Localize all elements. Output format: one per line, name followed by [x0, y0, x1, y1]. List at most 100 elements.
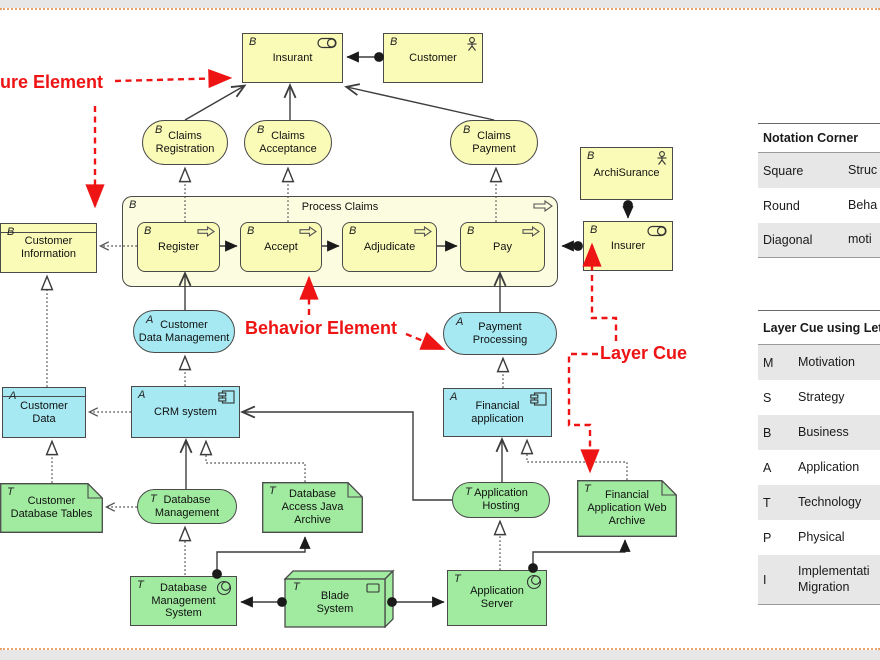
bottom-gray-strip: [0, 650, 880, 660]
node-claims-payment: B Claims Payment: [450, 120, 538, 165]
annotation-structure-element: ure Element: [0, 72, 104, 92]
table-row: M Motivation: [758, 345, 880, 380]
letter-cue: B: [463, 124, 471, 136]
node-customer-data-management: A Customer Data Management: [133, 310, 235, 353]
node-label: Customer Data: [20, 399, 68, 425]
letter-cue: B: [587, 150, 595, 162]
conn-javaarchive-crm: [199, 439, 306, 482]
letter-cue: A: [9, 390, 17, 402]
node-label: Accept: [264, 240, 298, 253]
process-icon: [197, 226, 215, 237]
table-row: Round Beha: [758, 188, 880, 223]
node-customer-data: A Customer Data: [2, 387, 86, 438]
table-cell: Application: [798, 459, 860, 474]
node-label: Blade System: [316, 590, 354, 615]
node-pay: B Pay: [460, 222, 545, 272]
table-cell: Strategy: [798, 389, 845, 404]
node-label: Application Hosting: [474, 487, 528, 512]
process-icon: [414, 226, 432, 237]
table-cell: Round: [763, 198, 800, 213]
letter-cue: T: [465, 486, 472, 498]
letter-cue: B: [247, 225, 255, 237]
node-label: Adjudicate: [363, 240, 416, 253]
slide-border-top: [0, 8, 880, 10]
letter-cue: T: [150, 493, 157, 505]
letter-cue: B: [467, 225, 475, 237]
letter-cue: B: [144, 225, 152, 237]
node-blade-system: T Blade System: [283, 568, 395, 629]
table-cell: Implementati Migration: [798, 563, 870, 594]
letter-cue: A: [138, 389, 146, 401]
node-financial-application-web-archive: T Financial Application Web Archive: [577, 480, 677, 537]
node-label: ArchiSurance: [593, 167, 660, 180]
node-adjudicate: B Adjudicate: [342, 222, 437, 272]
node-label: Application Server: [470, 585, 524, 610]
letter-cue: B: [7, 226, 15, 238]
letter-cue: T: [269, 485, 276, 497]
letter-cue: A: [450, 391, 458, 403]
slide-border-bottom: [0, 648, 880, 650]
node-label: Insurer: [610, 239, 646, 252]
node-archisurance: B ArchiSurance: [580, 147, 673, 200]
node-label: Database Access Java Archive: [281, 488, 344, 526]
conn-webarchive-finapp: [520, 438, 628, 480]
process-icon: [299, 226, 317, 237]
object-notation-line: [3, 396, 85, 397]
letter-cue: B: [129, 199, 137, 211]
node-label: CRM system: [154, 405, 217, 418]
node-label: Payment Processing: [472, 320, 528, 346]
node-label: Process Claims: [301, 201, 379, 213]
conn-claimspay-insurant: [344, 83, 495, 121]
table-cell: moti: [848, 232, 872, 247]
node-customer: B Customer: [383, 33, 483, 83]
node-crm-system: A CRM system: [131, 386, 240, 438]
node-application-hosting: T Application Hosting: [452, 482, 550, 518]
table-header: Notation Corner: [758, 123, 880, 153]
node-database-management-system: T Database Management System: [130, 576, 237, 626]
table-cell: B: [763, 425, 772, 440]
process-icon: [522, 226, 540, 237]
table-cell: Physical: [798, 529, 845, 544]
table-cell: Diagonal: [763, 233, 813, 247]
node-label: Customer Database Tables: [10, 495, 93, 520]
actor-icon: [467, 37, 477, 51]
node-label: Financial application: [471, 399, 524, 425]
table-row: I Implementati Migration: [758, 555, 880, 605]
node-label: Insurant: [272, 51, 313, 64]
component-icon: [218, 390, 235, 404]
node-claims-registration: B Claims Registration: [142, 120, 228, 165]
table-cell: I: [763, 572, 767, 587]
node-label: Customer Information: [20, 235, 77, 260]
table-cell: Technology: [798, 494, 862, 509]
top-gray-strip: [0, 0, 880, 8]
node-database-access-java-archive: T Database Access Java Archive: [262, 482, 363, 533]
conn-appserver-webarchive: [528, 539, 631, 573]
node-label: Customer: [409, 51, 457, 64]
node-label: Claims Payment: [472, 129, 516, 155]
table-row: T Technology: [758, 485, 880, 520]
process-icon: [533, 200, 553, 212]
letter-cue: T: [7, 486, 14, 498]
letter-cue: B: [257, 124, 265, 136]
node-accept: B Accept: [240, 222, 322, 272]
table-cell: A: [763, 460, 772, 475]
node-customer-database-tables: T Customer Database Tables: [0, 483, 103, 533]
table-cell: Struc: [848, 162, 878, 177]
artifact-shape: [0, 483, 103, 533]
system-software-icon: [526, 574, 542, 590]
node-insurant: B Insurant: [242, 33, 343, 83]
system-software-icon: [216, 580, 232, 596]
table-cell: M: [763, 355, 774, 370]
layer-cue-table: Layer Cue using Lett M Motivation S Stra…: [758, 310, 880, 605]
annotation-behavior-element: Behavior Element: [245, 318, 398, 338]
node-insurer: B Insurer: [583, 221, 673, 271]
node-label: Pay: [493, 240, 512, 253]
letter-cue: A: [456, 316, 464, 328]
arrow-behavior-to-paymentprocessing: [405, 331, 446, 351]
table-cell: Business: [798, 424, 849, 439]
table-cell: P: [763, 530, 772, 545]
node-customer-information: B Customer Information: [0, 223, 97, 273]
table-row: B Business: [758, 415, 880, 450]
